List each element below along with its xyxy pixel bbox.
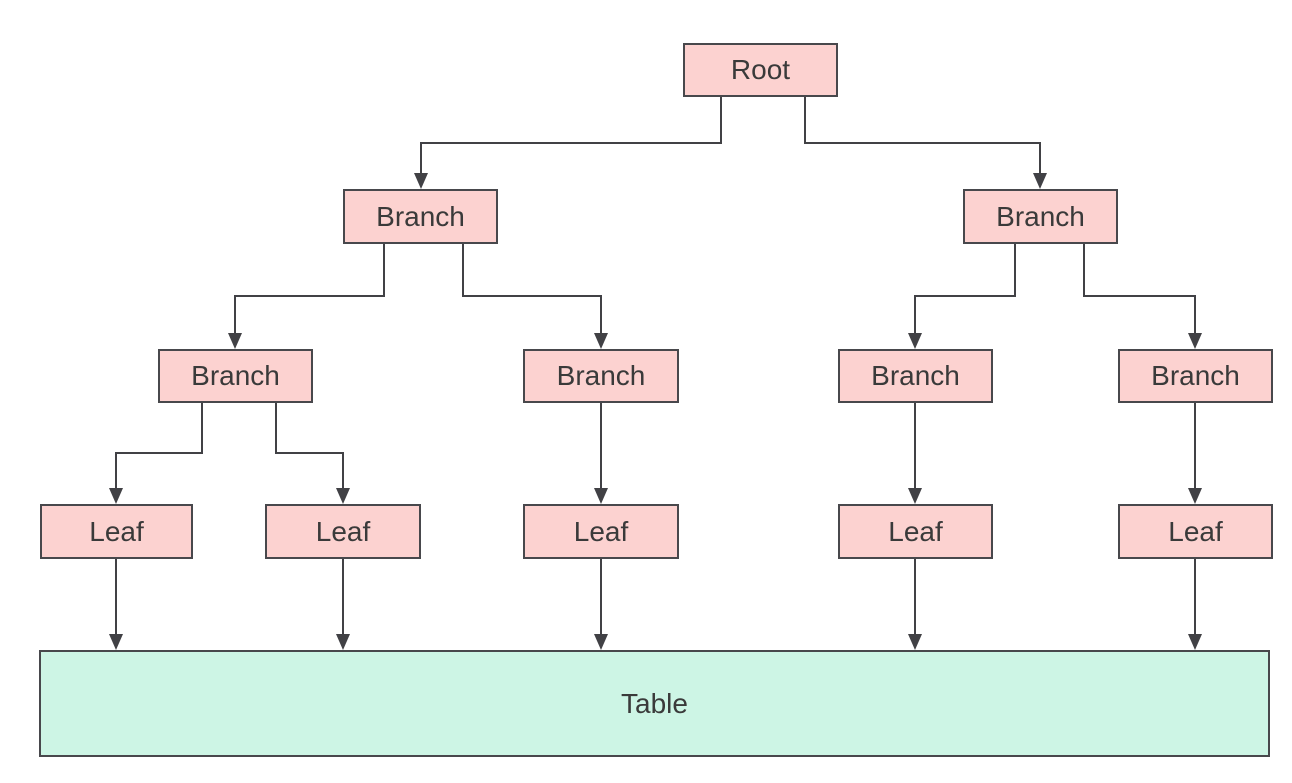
edge-branch-right-branch-3 (908, 244, 1016, 349)
node-branch-3: Branch (838, 349, 993, 403)
node-branch-left: Branch (343, 189, 498, 244)
node-leaf-1: Leaf (40, 504, 193, 559)
edge-branch-left-branch-2 (462, 244, 608, 349)
edge-root-branch-left (414, 96, 722, 189)
edge-branch-right-branch-4 (1083, 244, 1202, 349)
node-leaf-4: Leaf (838, 504, 993, 559)
node-branch-2: Branch (523, 349, 679, 403)
node-leaf-3: Leaf (523, 504, 679, 559)
node-leaf-5: Leaf (1118, 504, 1273, 559)
node-branch-right: Branch (963, 189, 1118, 244)
node-branch-4: Branch (1118, 349, 1273, 403)
node-table: Table (39, 650, 1270, 757)
node-leaf-2: Leaf (265, 504, 421, 559)
node-branch-1: Branch (158, 349, 313, 403)
edge-branch-left-branch-1 (228, 244, 385, 349)
edge-branch-1-leaf-2 (275, 403, 350, 504)
edge-branch-1-leaf-1 (109, 403, 203, 504)
node-root: Root (683, 43, 838, 97)
edge-root-branch-right (804, 96, 1047, 189)
